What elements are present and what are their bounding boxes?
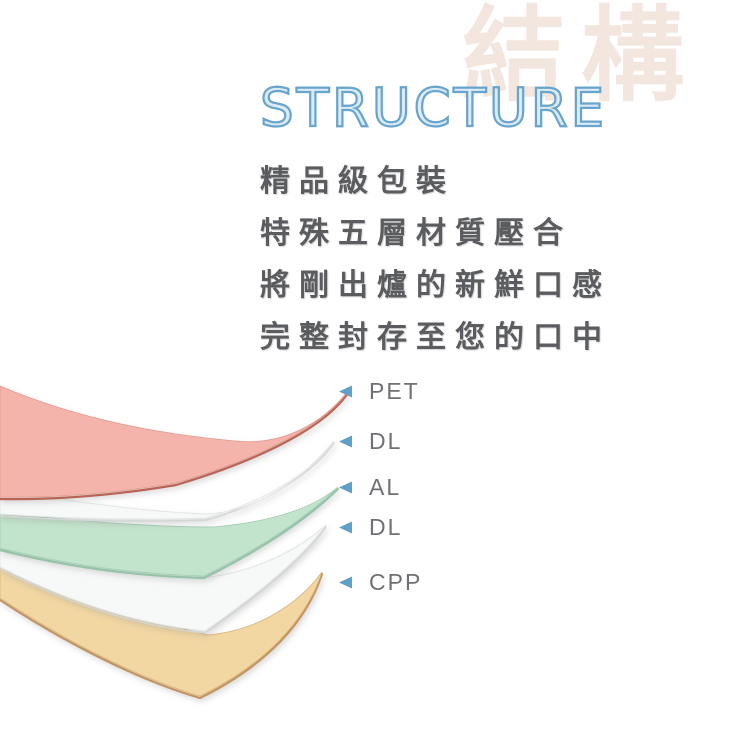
sheet-cpp-edge xyxy=(0,572,324,700)
sheet-pet xyxy=(0,385,350,501)
layer-row-dl-1: DL xyxy=(338,428,402,454)
sheet-pet-face xyxy=(0,385,349,498)
layer-row-pet: PET xyxy=(338,378,420,404)
sheet-al-edge xyxy=(0,487,340,580)
sheet-al-face xyxy=(0,486,339,577)
layer-row-al: AL xyxy=(338,474,401,500)
arrow-left-icon xyxy=(339,521,352,533)
arrow-left-icon xyxy=(339,435,352,447)
description-line-3: 將剛出爐的新鮮口感 xyxy=(260,268,611,303)
layer-label-dl-1: DL xyxy=(369,427,403,454)
arrow-left-icon xyxy=(339,385,352,397)
background-watermark-text: 結構 xyxy=(462,0,700,116)
arrow-left-icon xyxy=(339,481,352,493)
description-block: 精品級包裝 特殊五層材質壓合 將剛出爐的新鮮口感 完整封存至您的口中 xyxy=(260,156,611,364)
arrow-left-icon xyxy=(339,576,352,588)
sheet-dl-upper xyxy=(0,440,335,522)
sheet-dl-lower-edge xyxy=(0,526,327,634)
description-line-2: 特殊五層材質壓合 xyxy=(260,216,572,251)
layer-label-pet: PET xyxy=(369,377,420,404)
page-title: STRUCTURE xyxy=(259,78,608,139)
sheet-pet-edge xyxy=(0,391,350,501)
layer-row-cpp: CPP xyxy=(338,569,422,595)
description-line-4: 完整封存至您的口中 xyxy=(260,320,611,355)
layer-row-dl-2: DL xyxy=(338,514,402,540)
layer-label-al: AL xyxy=(369,473,402,500)
sheet-dl-upper-edge xyxy=(0,442,335,522)
layer-label-cpp: CPP xyxy=(369,568,423,595)
sheet-dl-upper-face xyxy=(0,440,335,520)
sheet-al xyxy=(0,486,340,580)
description-line-1: 精品級包裝 xyxy=(260,164,455,199)
layer-label-dl-2: DL xyxy=(369,513,403,540)
